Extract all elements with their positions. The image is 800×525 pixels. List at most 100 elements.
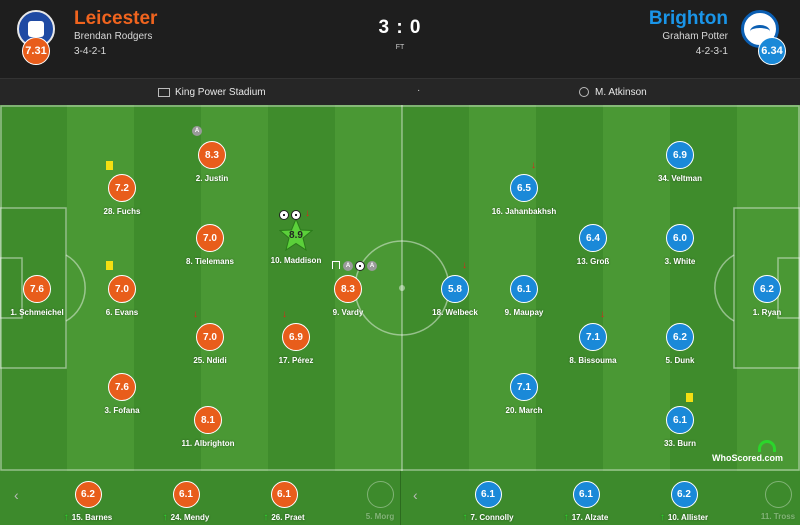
match-info-bar: King Power Stadium · M. Atkinson bbox=[0, 78, 800, 105]
player-rating: 6.1 bbox=[510, 275, 538, 303]
player-rating: 7.6 bbox=[108, 373, 136, 401]
player-name: 33. Burn bbox=[663, 439, 696, 448]
home-subs-prev-button[interactable]: ‹ bbox=[14, 487, 19, 503]
referee: M. Atkinson bbox=[579, 87, 647, 98]
bench-divider bbox=[400, 471, 401, 525]
goal-ball-icon bbox=[279, 210, 289, 220]
player-name: ↑17. Alzate bbox=[563, 512, 609, 523]
player-rating: 6.9 bbox=[666, 141, 694, 169]
away-player-burn[interactable]: 6.1 33. Burn bbox=[640, 406, 720, 448]
player-name: 1. Ryan bbox=[752, 308, 782, 317]
venue-name: King Power Stadium bbox=[175, 87, 266, 98]
goal-ball-icon bbox=[355, 261, 365, 271]
sub-off-arrow-icon: ↓ bbox=[462, 260, 467, 271]
player-name: 16. Jahanbakhsh bbox=[491, 207, 557, 216]
sub-off-arrow-icon: ↓ bbox=[282, 309, 287, 320]
player-rating: 7.0 bbox=[196, 323, 224, 351]
player-name: 10. Maddison bbox=[270, 256, 322, 265]
away-team-name[interactable]: Brighton bbox=[648, 8, 728, 29]
home-player-maddison[interactable]: 8.9 10. Maddison bbox=[256, 218, 336, 265]
sub-on-arrow-icon: ↑ bbox=[563, 512, 569, 523]
away-player-maupay[interactable]: 6.1 9. Maupay bbox=[484, 275, 564, 317]
player-name: ↑10. Allister bbox=[659, 512, 709, 523]
player-rating: 6.0 bbox=[666, 224, 694, 252]
home-player-fofana[interactable]: 7.6 3. Fofana bbox=[82, 373, 162, 415]
player-name: 17. Pérez bbox=[278, 356, 314, 365]
away-sub-connolly[interactable]: 6.1 ↑7. Connolly bbox=[448, 481, 528, 523]
player-name: 9. Vardy bbox=[332, 308, 364, 317]
yellow-card-icon bbox=[106, 261, 113, 270]
player-rating: 7.0 bbox=[108, 275, 136, 303]
player-name: 8. Bissouma bbox=[569, 356, 617, 365]
player-name: 13. Groß bbox=[576, 257, 610, 266]
sub-off-arrow-icon: ↓ bbox=[305, 208, 310, 219]
away-subs-prev-button[interactable]: ‹ bbox=[413, 487, 418, 503]
home-formation: 3-4-2-1 bbox=[74, 46, 107, 57]
player-name: ↑24. Mendy bbox=[162, 512, 210, 523]
sub-on-arrow-icon: ↑ bbox=[462, 512, 468, 523]
whoscored-logo-icon bbox=[758, 440, 776, 452]
home-player-evans[interactable]: 7.0 6. Evans bbox=[82, 275, 162, 317]
sub-on-arrow-icon: ↑ bbox=[263, 512, 269, 523]
whistle-icon bbox=[579, 87, 589, 98]
player-rating: 6.1 bbox=[572, 481, 600, 508]
away-player-dunk[interactable]: 6.2 5. Dunk bbox=[640, 323, 720, 365]
home-player-tielemans[interactable]: 7.0 8. Tielemans bbox=[170, 224, 250, 266]
player-name: ↑15. Barnes bbox=[63, 512, 113, 523]
player-name: 3. Fofana bbox=[104, 406, 140, 415]
player-name: 11. Tross bbox=[760, 512, 796, 521]
player-rating: 6.2 bbox=[74, 481, 102, 508]
substitutes-bar: ‹ 6.2 ↑15. Barnes 6.1 ↑24. Mendy 6.1 ↑26… bbox=[0, 471, 800, 525]
match-header: 7.31 Leicester Brendan Rodgers 3-4-2-1 3… bbox=[0, 0, 800, 78]
player-name: 5. Morg bbox=[365, 512, 395, 521]
player-rating: 8.3 bbox=[198, 141, 226, 169]
away-player-welbeck[interactable]: 5.8 18. Welbeck bbox=[415, 275, 495, 317]
away-player-white[interactable]: 6.0 3. White bbox=[640, 224, 720, 266]
player-rating: 6.2 bbox=[666, 323, 694, 351]
home-player-perez[interactable]: 6.9 17. Pérez bbox=[256, 323, 336, 365]
player-name: 1. Schmeichel bbox=[10, 308, 64, 317]
home-sub-mendy[interactable]: 6.1 ↑24. Mendy bbox=[146, 481, 226, 523]
home-player-justin[interactable]: 8.3 2. Justin bbox=[172, 141, 252, 183]
home-sub-morgan[interactable]: 5. Morg bbox=[340, 481, 420, 521]
whoscored-brand: WhoScored.com bbox=[712, 453, 783, 463]
home-player-schmeichel[interactable]: 7.6 1. Schmeichel bbox=[0, 275, 77, 317]
away-player-gross[interactable]: 6.4 13. Groß bbox=[553, 224, 633, 266]
assist-icon: A bbox=[192, 126, 202, 136]
player-rating: 7.2 bbox=[108, 174, 136, 202]
away-player-bissouma[interactable]: 7.1 8. Bissouma bbox=[553, 323, 633, 365]
player-name: ↑7. Connolly bbox=[462, 512, 514, 523]
goal-ball-icon bbox=[291, 210, 301, 220]
home-player-albrighton[interactable]: 8.1 11. Albrighton bbox=[168, 406, 248, 448]
player-name: 6. Evans bbox=[105, 308, 139, 317]
player-rating: 6.1 bbox=[666, 406, 694, 434]
brand-suffix: .com bbox=[762, 453, 784, 463]
home-team-name[interactable]: Leicester bbox=[74, 8, 158, 29]
away-sub-trossard[interactable]: 11. Tross bbox=[738, 481, 800, 521]
man-of-the-match-star-icon: 8.9 bbox=[279, 218, 313, 252]
player-rating: 6.1 bbox=[474, 481, 502, 508]
away-player-jahanbakhsh[interactable]: 6.5 16. Jahanbakhsh bbox=[484, 174, 564, 216]
home-player-fuchs[interactable]: 7.2 28. Fuchs bbox=[82, 174, 162, 216]
sub-off-arrow-icon: ↓ bbox=[193, 309, 198, 320]
player-rating: 6.1 bbox=[270, 481, 298, 508]
home-manager: Brendan Rodgers bbox=[74, 31, 153, 42]
away-sub-allister[interactable]: 6.2 ↑10. Allister bbox=[644, 481, 724, 523]
sub-on-arrow-icon: ↑ bbox=[63, 512, 69, 523]
home-player-ndidi[interactable]: 7.0 25. Ndidi bbox=[170, 323, 250, 365]
home-sub-barnes[interactable]: 6.2 ↑15. Barnes bbox=[48, 481, 128, 523]
separator: · bbox=[417, 85, 421, 96]
brand-name: WhoScored bbox=[712, 453, 763, 463]
score: 3 : 0 bbox=[378, 17, 422, 38]
away-player-march[interactable]: 7.1 20. March bbox=[484, 373, 564, 415]
player-rating: 7.1 bbox=[510, 373, 538, 401]
away-sub-alzate[interactable]: 6.1 ↑17. Alzate bbox=[546, 481, 626, 523]
pitch: 7.6 1. Schmeichel 8.3 2. Justin A 7.2 28… bbox=[0, 105, 800, 471]
player-rating: 8.9 bbox=[289, 230, 303, 241]
home-player-vardy[interactable]: 8.3 9. Vardy bbox=[308, 275, 388, 317]
away-player-ryan[interactable]: 6.2 1. Ryan bbox=[727, 275, 800, 317]
home-sub-praet[interactable]: 6.1 ↑26. Praet bbox=[244, 481, 324, 523]
assist-icon: A bbox=[367, 261, 377, 271]
yellow-card-icon bbox=[686, 393, 693, 402]
away-player-veltman[interactable]: 6.9 34. Veltman bbox=[640, 141, 720, 183]
